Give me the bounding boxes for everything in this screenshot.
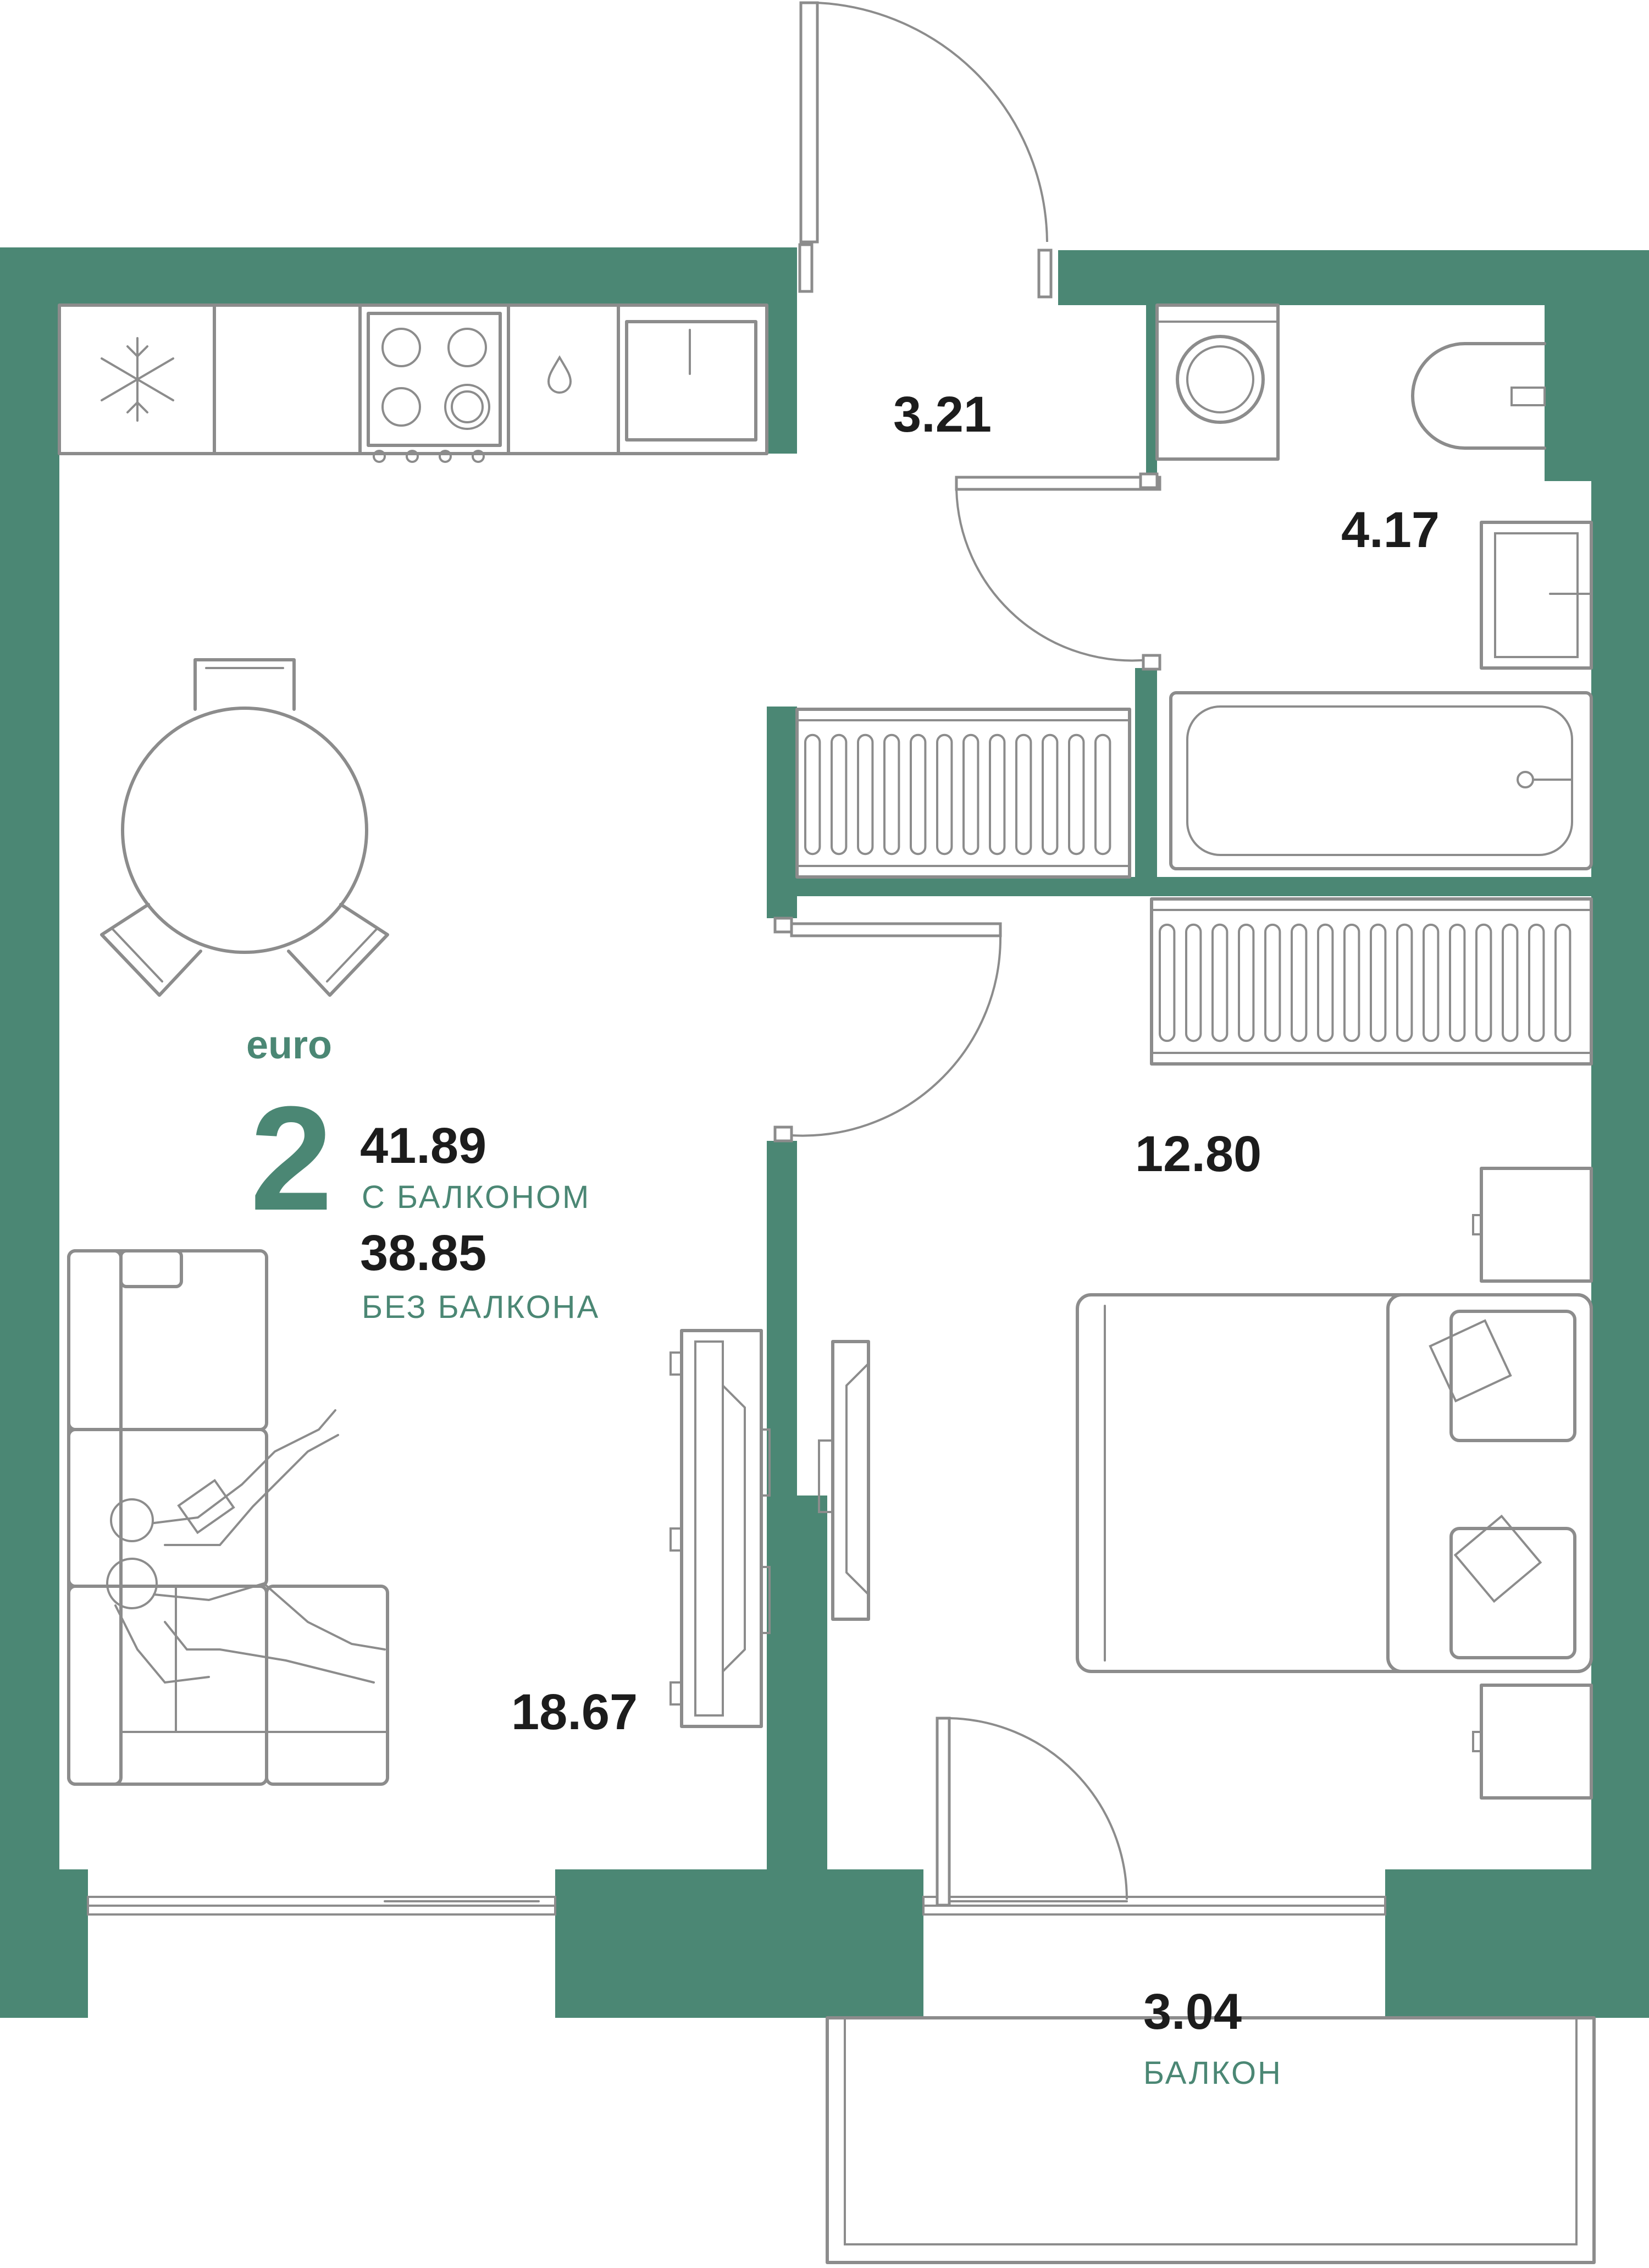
bedroom-door [773,917,1002,1143]
hanger-coil [1502,923,1519,1042]
hanger-coil [962,733,980,856]
hanger-coil [1449,923,1466,1042]
hanger-coil [1094,733,1111,856]
hanger-coil [831,733,848,856]
balcony-door [936,1717,1128,1907]
wardrobe-hall [795,708,1131,879]
hanger-coil [910,733,927,856]
toilet [1411,342,1546,450]
with-balcony-label: С БАЛКОНОМ [362,1179,590,1215]
balcony-outline [826,2016,1596,2264]
sink-icon [625,320,757,442]
entrance-door [798,1,1053,299]
bed [1076,1293,1593,1673]
walls [0,247,1649,2018]
hanger-coil [1159,923,1176,1042]
apartment-summary: euro 2 41.89 С БАЛКОНОМ 38.85 БЕЗ БАЛКОН… [246,1023,600,1325]
bathroom-sink [1480,521,1593,670]
dining-table [100,658,389,997]
without-balcony-label: БЕЗ БАЛКОНА [362,1289,600,1325]
kitchen-counter [58,303,768,463]
hanger-coil [804,733,821,856]
hanger-coil [989,733,1006,856]
nightstand-bottom [1472,1684,1593,1800]
living-window [87,1896,556,1916]
hanger-coil [1211,923,1229,1042]
hanger-coil [1015,733,1032,856]
tv-stand-bedroom [818,1340,870,1621]
area-with-balcony: 41.89 [360,1118,486,1174]
apartment-type: euro [246,1023,332,1067]
hanger-coil [936,733,953,856]
nightstand-top [1472,1167,1593,1283]
snowflake-icon [101,337,174,422]
hanger-coil [1475,923,1492,1042]
hanger-coil [1185,923,1202,1042]
hanger-coil [1528,923,1545,1042]
room-areas: 3.21 4.17 18.67 12.80 3.04 БАЛКОН [511,387,1440,2091]
hanger-coil [883,733,900,856]
bathroom-area: 4.17 [1341,502,1440,558]
hanger-coil [1291,923,1308,1042]
balcony-label: БАЛКОН [1143,2055,1282,2091]
sofa [67,1249,389,1786]
bathroom-door [955,472,1161,671]
room-count: 2 [250,1076,333,1241]
washing-machine [1155,303,1280,461]
windows [87,1896,1386,1916]
wardrobe-bedroom [1150,897,1593,1066]
bathtub [1169,691,1593,870]
cooktop-icon [367,312,502,463]
hanger-coil [857,733,874,856]
hanger-coil [1396,923,1413,1042]
people-on-sofa [106,1409,386,1684]
hanger-coil [1042,733,1059,856]
tv-stand-living [669,1329,771,1728]
hanger-coil [1554,923,1571,1042]
hanger-coil [1238,923,1255,1042]
living-kitchen-area: 18.67 [511,1684,638,1740]
hanger-coil [1423,923,1440,1042]
area-without-balcony: 38.85 [360,1225,486,1281]
balcony-area: 3.04 [1143,1984,1242,2040]
hall-area: 3.21 [893,387,992,443]
hanger-coil [1343,923,1360,1042]
bedroom-area: 12.80 [1135,1126,1261,1182]
hanger-coil [1370,923,1387,1042]
hanger-coil [1264,923,1281,1042]
hanger-coil [1317,923,1334,1042]
hanger-coil [1068,733,1085,856]
bedroom-window [922,1896,1386,1916]
water-drop-icon [547,355,572,394]
